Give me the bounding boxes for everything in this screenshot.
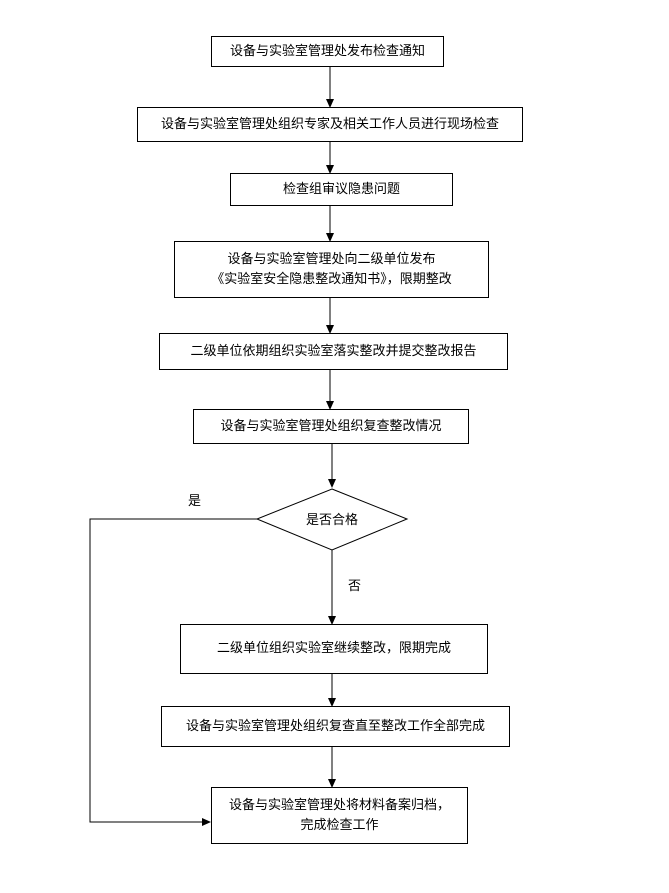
step-archive: 设备与实验室管理处将材料备案归档， 完成检查工作 (211, 787, 468, 844)
step-publish-notice: 设备与实验室管理处发布检查通知 (211, 36, 444, 67)
step-issue-rectification-notice: 设备与实验室管理处向二级单位发布 《实验室安全隐患整改通知书》，限期整改 (174, 241, 489, 298)
no-label: 否 (348, 579, 362, 594)
step-publish-notice-label: 设备与实验室管理处发布检查通知 (229, 43, 425, 59)
step-recheck: 设备与实验室管理处组织复查整改情况 (193, 409, 469, 444)
step-submit-report: 二级单位依期组织实验室落实整改并提交整改报告 (159, 333, 508, 370)
yes-label: 是 (188, 494, 202, 509)
step-onsite-inspection: 设备与实验室管理处组织专家及相关工作人员进行现场检查 (137, 107, 523, 142)
step-recheck-until-complete: 设备与实验室管理处组织复查直至整改工作全部完成 (161, 706, 510, 747)
step-continue-rectification-label: 二级单位组织实验室继续整改，限期完成 (216, 641, 451, 656)
arrow-decision-yes (89, 518, 257, 826)
step-recheck-until-complete-label: 设备与实验室管理处组织复查直至整改工作全部完成 (185, 718, 485, 734)
step-recheck-label: 设备与实验室管理处组织复查整改情况 (220, 418, 442, 434)
step-archive-line1: 设备与实验室管理处将材料备案归档， (228, 797, 450, 813)
step-archive-line2: 完成检查工作 (300, 817, 379, 833)
step-onsite-inspection-label: 设备与实验室管理处组织专家及相关工作人员进行现场检查 (160, 116, 499, 132)
step-review-hazards: 检查组审议隐患问题 (230, 173, 453, 206)
step-issue-notice-line2: 《实验室安全隐患整改通知书》，限期整改 (211, 271, 452, 287)
step-issue-notice-line1: 设备与实验室管理处向二级单位发布 (227, 251, 436, 267)
step-submit-report-label: 二级单位依期组织实验室落实整改并提交整改报告 (190, 343, 477, 359)
step-continue-rectification: 二级单位组织实验室继续整改，限期完成 (180, 624, 488, 674)
step-review-hazards-label: 检查组审议隐患问题 (282, 181, 400, 197)
decision-label: 是否合格 (305, 513, 358, 528)
